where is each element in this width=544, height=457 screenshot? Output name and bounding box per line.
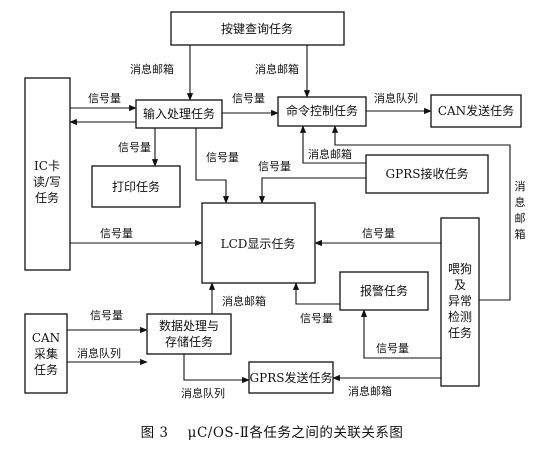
- edge-watchdog-to-alarm-label: 信号量: [376, 342, 409, 355]
- edge-watchdog-to-cmd-label-3: 邮: [515, 212, 526, 225]
- edge-alarm-to-lcd: 信号量: [292, 282, 340, 325]
- node-print: 打印任务: [91, 165, 181, 208]
- edge-ic-to-lcd: 信号量: [70, 227, 203, 247]
- node-watchdog-label-1: 喂狗: [448, 262, 472, 276]
- node-key-query: 按键查询任务: [170, 11, 345, 46]
- node-input-proc: 输入处理任务: [135, 99, 223, 129]
- edge-watchdog-to-cmd-label-2: 息: [515, 195, 526, 209]
- node-watchdog-label-3: 异常: [448, 294, 472, 308]
- edge-key-to-cmd-label: 消息邮箱: [255, 62, 299, 76]
- edge-data-to-gprs-send: 消息队列: [181, 354, 250, 400]
- node-lcd: LCD显示任务: [201, 202, 316, 284]
- edge-can-to-data-label: 信号量: [90, 309, 123, 322]
- node-cmd-ctrl: 命令控制任务: [277, 96, 367, 127]
- node-watchdog: 喂狗 及 异常 检测 任务: [440, 217, 480, 387]
- edge-watchdog-to-alarm: 信号量: [360, 309, 441, 359]
- node-ic-card: IC卡 读/写 任务: [24, 77, 71, 271]
- edge-watchdog-to-gprs-send: 消息邮箱: [332, 374, 441, 398]
- node-data-proc: 数据处理与 存储任务: [146, 313, 232, 355]
- node-ic-card-label-3: 任务: [35, 190, 59, 205]
- node-watchdog-label-2: 及: [454, 278, 466, 292]
- edge-ic-to-lcd-label: 信号量: [100, 227, 133, 240]
- edge-watchdog-to-cmd: 消 息 邮 箱: [331, 125, 526, 301]
- edge-gprs-to-lcd: 信号量: [258, 160, 366, 204]
- edge-cmd-to-can-label: 消息队列: [374, 91, 418, 105]
- node-alarm-label: 报警任务: [360, 283, 408, 298]
- edge-input-to-lcd: 信号量: [195, 128, 239, 204]
- node-gprs-send-label: GPRS发送任务: [250, 370, 333, 385]
- node-can-collect-label-3: 任务: [34, 362, 58, 377]
- node-can-collect-label-2: 采集: [34, 346, 58, 361]
- edge-watchdog-to-cmd-label-4: 箱: [515, 227, 526, 241]
- edge-gprs-to-lcd-label: 信号量: [258, 160, 291, 173]
- edge-watchdog-to-gprs-send-label: 消息邮箱: [348, 384, 392, 398]
- node-can-send: CAN发送任务: [430, 94, 522, 128]
- edge-input-to-print: 信号量: [118, 128, 159, 167]
- edge-watchdog-to-lcd-label: 信号量: [362, 227, 395, 240]
- node-data-proc-label-2: 存储任务: [165, 334, 213, 349]
- edge-input-to-cmd-label: 信号量: [232, 92, 265, 105]
- edge-data-to-lcd-label: 消息邮箱: [222, 294, 266, 308]
- edge-data-to-lcd: 消息邮箱: [208, 282, 266, 314]
- edge-input-to-lcd-label: 信号量: [206, 151, 239, 164]
- node-data-proc-label-1: 数据处理与: [159, 318, 219, 333]
- figure-caption: 图 3 μC/OS-Ⅱ各任务之间的关联关系图: [141, 425, 404, 441]
- node-print-label: 打印任务: [112, 179, 160, 194]
- edge-can-to-gprs-send-label: 消息队列: [77, 346, 121, 360]
- node-watchdog-label-5: 任务: [448, 325, 472, 340]
- node-alarm: 报警任务: [339, 271, 429, 311]
- edge-can-to-gprs-send: 消息队列: [67, 346, 148, 366]
- edge-gprs-to-cmd-label: 消息邮箱: [308, 147, 352, 161]
- node-gprs-recv-label: GPRS接收任务: [386, 166, 469, 181]
- edge-input-ic-label: 信号量: [88, 92, 121, 105]
- node-key-query-label: 按键查询任务: [221, 21, 293, 36]
- node-ic-card-label-2: 读/写: [33, 175, 61, 189]
- node-ic-card-label-1: IC卡: [34, 159, 60, 173]
- edge-input-ic: 信号量: [69, 92, 137, 126]
- edge-watchdog-to-cmd-label-1: 消: [515, 179, 526, 193]
- edge-gprs-to-cmd: 消息邮箱: [299, 125, 366, 164]
- node-can-collect: CAN 采集 任务: [24, 313, 68, 394]
- node-input-proc-label: 输入处理任务: [143, 106, 215, 121]
- node-cmd-ctrl-label: 命令控制任务: [286, 103, 358, 118]
- node-gprs-send: GPRS发送任务: [248, 361, 334, 394]
- edge-data-to-gprs-send-label: 消息队列: [181, 386, 225, 400]
- edge-cmd-to-can: 消息队列: [366, 91, 432, 115]
- node-lcd-label: LCD显示任务: [221, 236, 296, 251]
- edge-alarm-to-lcd-label: 信号量: [300, 312, 333, 325]
- edge-input-to-print-label: 信号量: [118, 141, 151, 154]
- edge-can-to-data: 信号量: [67, 309, 148, 334]
- edge-watchdog-to-lcd: 信号量: [314, 227, 441, 247]
- edge-key-to-input-label: 消息邮箱: [130, 62, 174, 76]
- edge-input-to-cmd: 信号量: [222, 92, 279, 117]
- edge-key-to-input: 消息邮箱: [130, 45, 194, 101]
- edge-key-to-cmd: 消息邮箱: [255, 45, 311, 98]
- node-gprs-recv: GPRS接收任务: [365, 154, 489, 194]
- node-can-send-label: CAN发送任务: [438, 103, 514, 118]
- node-can-collect-label-1: CAN: [32, 331, 60, 345]
- node-watchdog-label-4: 检测: [448, 309, 472, 324]
